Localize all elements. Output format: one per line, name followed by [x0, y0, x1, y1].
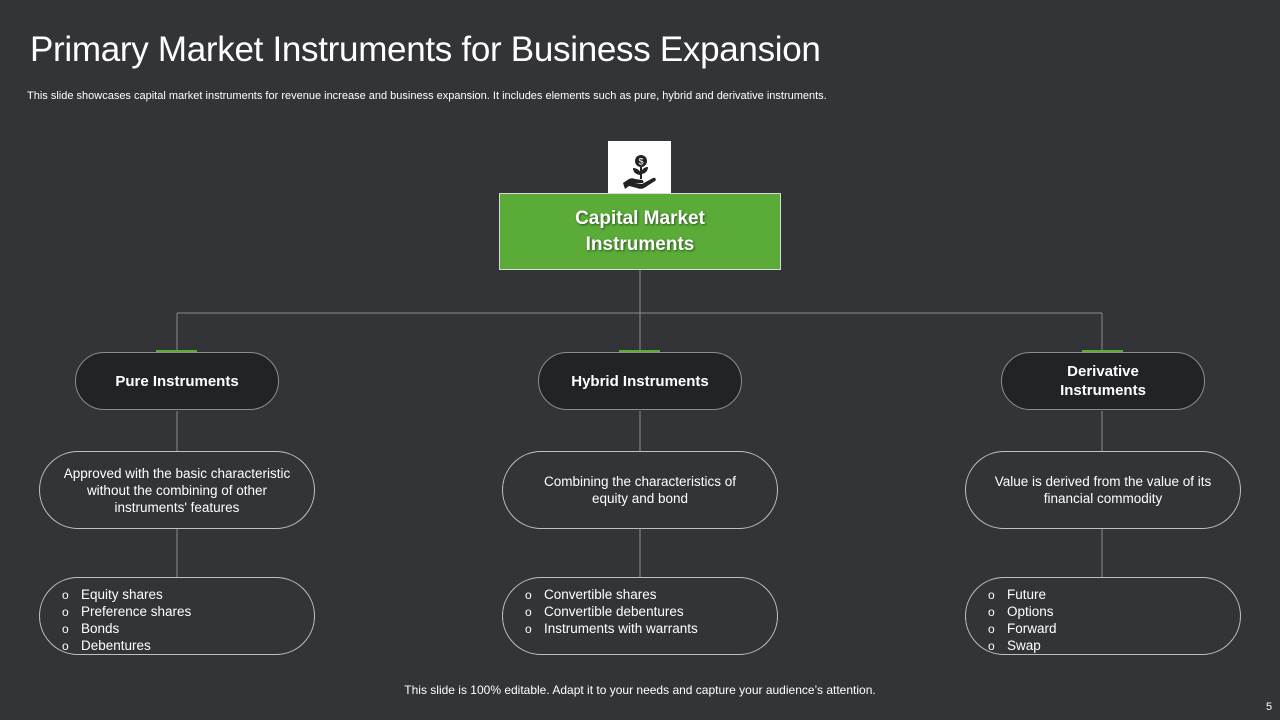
list-item: Swap	[966, 637, 1240, 655]
page-title: Primary Market Instruments for Business …	[30, 30, 821, 69]
list-item: Instruments with warrants	[503, 620, 777, 638]
description-hybrid: Combining the characteristics of equity …	[502, 451, 778, 529]
list-item: Forward	[966, 620, 1240, 638]
category-node-derivative: Derivative Instruments	[1001, 352, 1205, 410]
list-item: Bonds	[40, 620, 314, 638]
category-label: Pure Instruments	[115, 372, 239, 390]
list-item: Preference shares	[40, 603, 314, 621]
footer-note: This slide is 100% editable. Adapt it to…	[404, 683, 876, 697]
list-item: Options	[966, 603, 1240, 621]
accent-bar-hybrid	[619, 350, 660, 353]
list-item: Debentures	[40, 637, 314, 655]
list-item: Convertible debentures	[503, 603, 777, 621]
page-number: 5	[1266, 701, 1273, 713]
money-plant-in-hand-icon: $	[622, 154, 656, 189]
category-node-hybrid: Hybrid Instruments	[538, 352, 742, 410]
category-node-pure: Pure Instruments	[75, 352, 279, 410]
root-node: Capital Market Instruments	[499, 193, 781, 270]
list-hybrid: Convertible shares Convertible debenture…	[502, 577, 778, 655]
accent-bar-derivative	[1082, 350, 1123, 353]
svg-text:$: $	[638, 156, 643, 166]
list-item: Convertible shares	[503, 586, 777, 604]
category-label: Hybrid Instruments	[571, 372, 709, 390]
list-item: Future	[966, 586, 1240, 604]
page-subtitle: This slide showcases capital market inst…	[27, 90, 827, 102]
category-label: Derivative Instruments	[1060, 363, 1146, 399]
list-item: Equity shares	[40, 586, 314, 604]
accent-bar-pure	[156, 350, 197, 353]
list-pure: Equity shares Preference shares Bonds De…	[39, 577, 315, 655]
description-derivative: Value is derived from the value of its f…	[965, 451, 1241, 529]
list-derivative: Future Options Forward Swap	[965, 577, 1241, 655]
description-pure: Approved with the basic characteristic w…	[39, 451, 315, 529]
root-node-label: Capital Market Instruments	[575, 207, 705, 255]
